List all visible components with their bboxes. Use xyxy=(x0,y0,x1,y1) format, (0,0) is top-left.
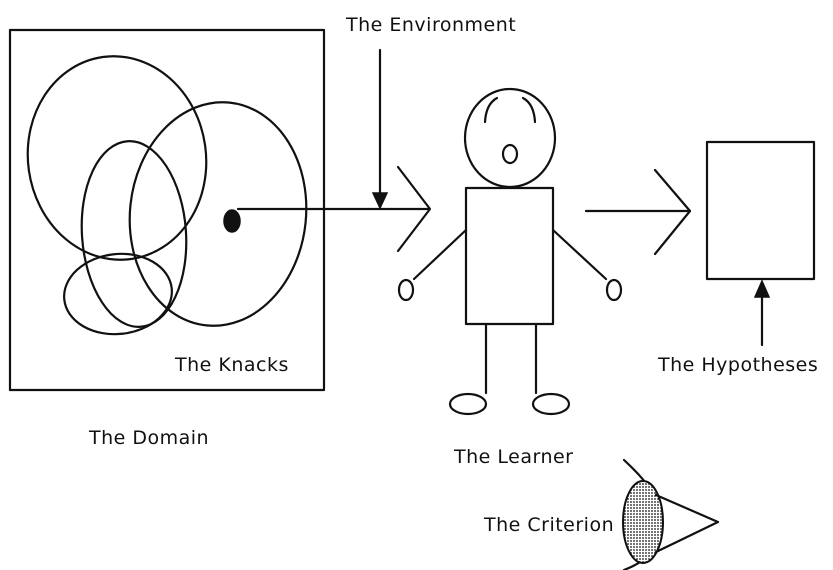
domain-group: The Knacks The Domain xyxy=(10,30,324,449)
learner-mouth xyxy=(503,145,517,163)
environment-label: The Environment xyxy=(345,14,516,36)
knack-circle-middle xyxy=(76,138,193,331)
learner-head xyxy=(465,89,555,187)
environment-arrow-head xyxy=(373,193,387,208)
hypotheses-group: The Hypotheses xyxy=(657,142,818,376)
hypotheses-box xyxy=(707,142,814,279)
domain-label: The Domain xyxy=(88,427,209,449)
learner-right-arm xyxy=(553,230,606,279)
hypotheses-label: The Hypotheses xyxy=(657,354,818,376)
criterion-label: The Criterion xyxy=(483,514,614,536)
knack-circle-small xyxy=(60,249,176,340)
eye-cone xyxy=(656,495,718,552)
knack-circle-large-right xyxy=(119,93,317,334)
knack-circle-large-left xyxy=(15,45,220,272)
learner-left-brow xyxy=(485,98,497,122)
output-arrow xyxy=(586,170,690,254)
knack-point xyxy=(224,210,240,232)
learner-left-foot xyxy=(450,394,486,414)
learner-right-brow xyxy=(523,98,535,122)
learner-body xyxy=(466,188,553,324)
learner-left-arm xyxy=(414,230,466,279)
knacks-label: The Knacks xyxy=(174,354,289,376)
learner-right-foot xyxy=(533,394,569,414)
hypotheses-arrow-head xyxy=(755,281,769,297)
learner-left-hand xyxy=(399,280,413,300)
input-arrow xyxy=(238,167,430,251)
learner-figure: The Learner xyxy=(399,89,621,468)
learner-right-hand xyxy=(607,280,621,300)
learner-label: The Learner xyxy=(453,446,573,468)
environment-group: The Environment xyxy=(345,14,516,208)
criterion-group: The Criterion xyxy=(483,460,718,570)
